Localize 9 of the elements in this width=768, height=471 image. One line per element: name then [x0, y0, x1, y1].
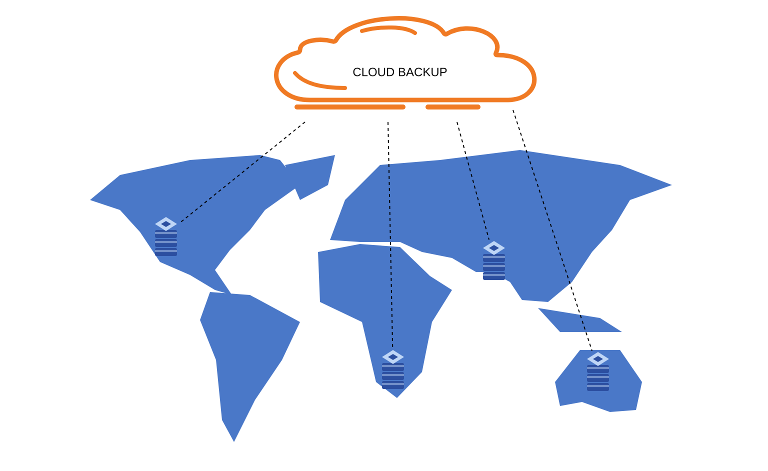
cloud-drawing: CLOUD BACKUP — [274, 16, 536, 110]
server-icon — [382, 350, 404, 389]
connector-line — [512, 110, 593, 352]
server-icon — [483, 241, 505, 280]
connector-line — [388, 122, 394, 350]
server-icon — [155, 217, 177, 256]
connector-line — [178, 122, 306, 224]
connector-line — [456, 122, 490, 240]
server-icon — [587, 352, 609, 391]
